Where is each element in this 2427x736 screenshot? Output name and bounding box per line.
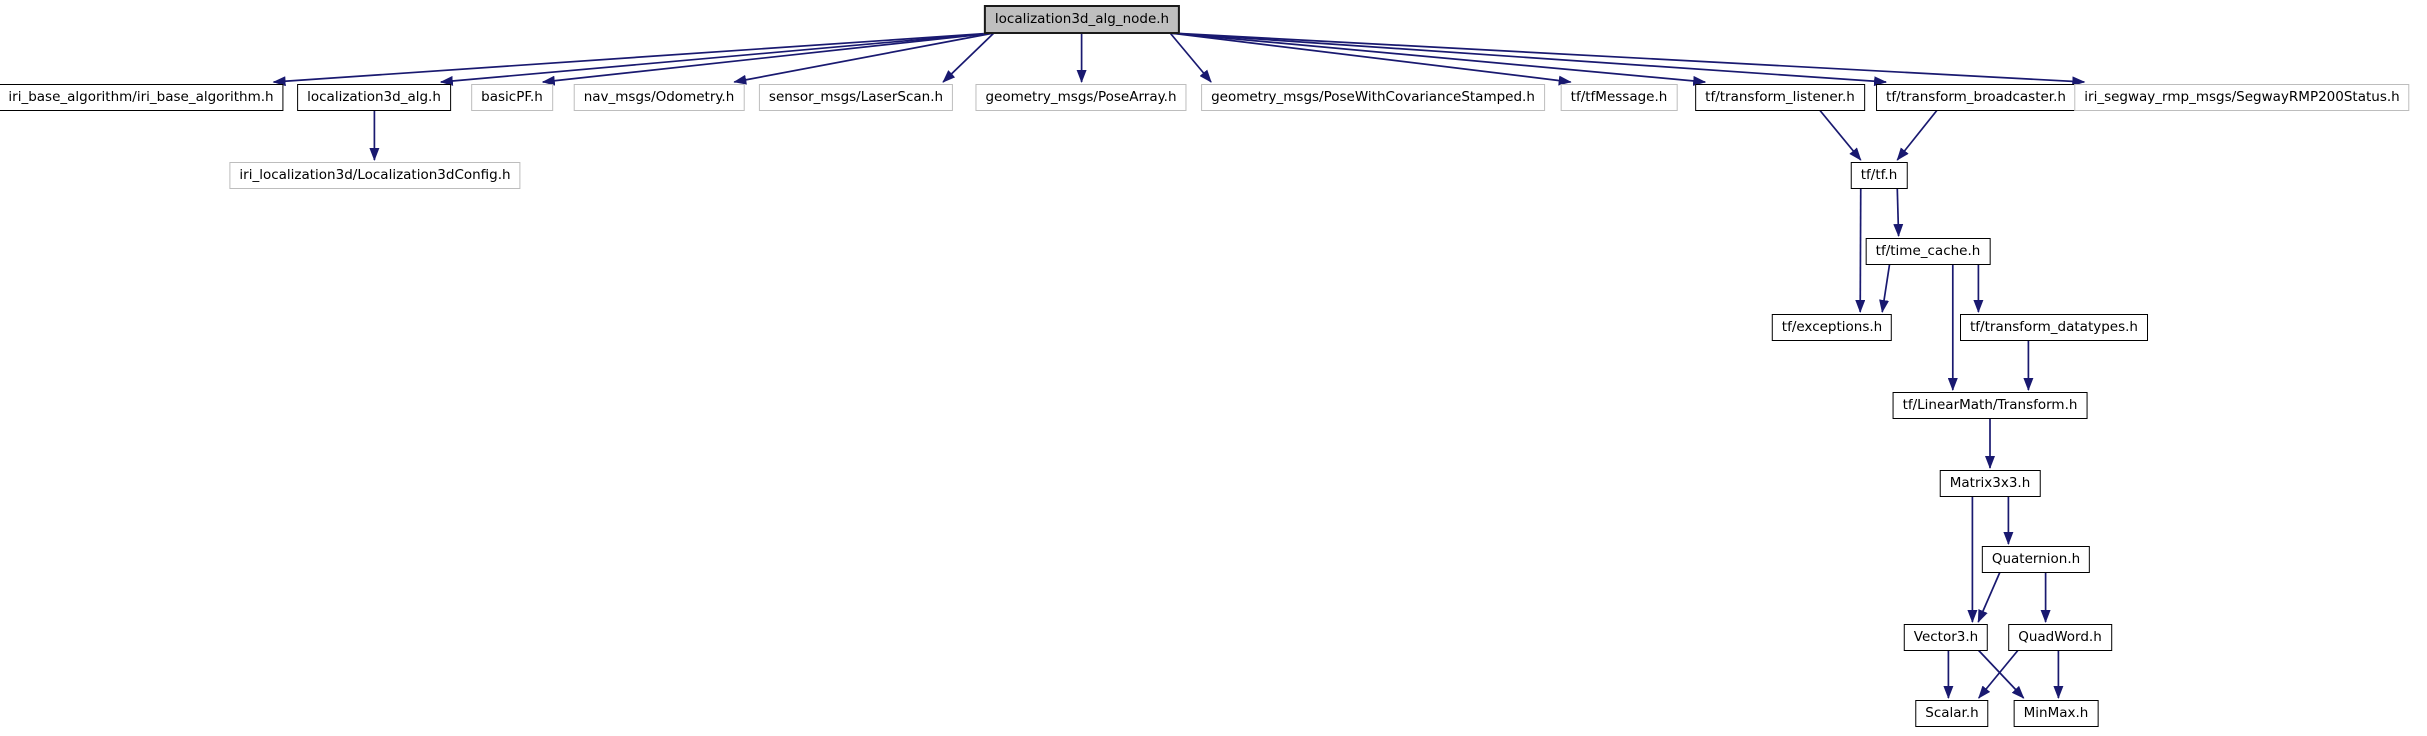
include-edge-tf-to-time_cache: [1893, 187, 1904, 237]
include-edge-root-to-odometry: [733, 32, 995, 85]
graph-node-basicpf: basicPF.h: [471, 84, 553, 111]
graph-node-posecov: geometry_msgs/PoseWithCovarianceStamped.…: [1201, 84, 1545, 111]
graph-node-matrix[interactable]: Matrix3x3.h: [1939, 470, 2041, 497]
include-edge-quaternion-to-vector3: [1977, 571, 2001, 623]
graph-node-laserscan: sensor_msgs/LaserScan.h: [758, 84, 954, 111]
graph-node-root: localization3d_alg_node.h: [983, 5, 1181, 34]
graph-node-broadcaster[interactable]: tf/transform_broadcaster.h: [1876, 84, 2076, 111]
include-edge-root-to-segway: [1170, 32, 2086, 87]
include-edge-vector3-to-minmax: [1977, 649, 2025, 699]
include-edge-quadword-to-scalar: [1978, 649, 2019, 699]
include-edge-root-to-posecov: [1169, 32, 1212, 83]
graph-node-exceptions[interactable]: tf/exceptions.h: [1771, 314, 1893, 341]
graph-node-config: iri_localization3d/Localization3dConfig.…: [229, 162, 521, 189]
graph-node-quadword[interactable]: QuadWord.h: [2008, 624, 2112, 651]
include-edge-root-to-iri_base: [272, 32, 994, 87]
graph-node-loc_alg[interactable]: localization3d_alg.h: [297, 84, 451, 111]
graph-node-quaternion[interactable]: Quaternion.h: [1981, 546, 2091, 573]
include-edge-broadcaster-to-tf: [1896, 109, 1938, 161]
include-edge-time_cache-to-exceptions: [1879, 263, 1891, 313]
graph-node-tfmessage: tf/tfMessage.h: [1560, 84, 1678, 111]
include-edge-root-to-loc_alg: [439, 32, 994, 86]
graph-node-vector3[interactable]: Vector3.h: [1903, 624, 1989, 651]
include-edge-root-to-broadcaster: [1170, 32, 1888, 87]
graph-node-transform[interactable]: tf/LinearMath/Transform.h: [1892, 392, 2088, 419]
graph-node-iri_base[interactable]: iri_base_algorithm/iri_base_algorithm.h: [0, 84, 284, 111]
include-edge-listener-to-tf: [1818, 109, 1862, 161]
graph-node-odometry: nav_msgs/Odometry.h: [573, 84, 745, 111]
graph-node-scalar[interactable]: Scalar.h: [1915, 700, 1989, 727]
graph-node-segway: iri_segway_rmp_msgs/SegwayRMP200Status.h: [2074, 84, 2410, 111]
include-edge-tf-to-exceptions: [1855, 187, 1866, 313]
include-edge-root-to-listener: [1170, 32, 1707, 86]
graph-node-minmax[interactable]: MinMax.h: [2013, 700, 2099, 727]
graph-node-listener[interactable]: tf/transform_listener.h: [1695, 84, 1865, 111]
graph-node-posearray: geometry_msgs/PoseArray.h: [975, 84, 1187, 111]
graph-node-time_cache[interactable]: tf/time_cache.h: [1865, 238, 1991, 265]
include-edge-root-to-tfmessage: [1170, 32, 1572, 86]
include-edge-root-to-laserscan: [942, 32, 995, 83]
graph-node-datatypes[interactable]: tf/transform_datatypes.h: [1960, 314, 2148, 341]
include-edge-root-to-basicpf: [541, 32, 994, 86]
graph-node-tf[interactable]: tf/tf.h: [1850, 162, 1908, 189]
